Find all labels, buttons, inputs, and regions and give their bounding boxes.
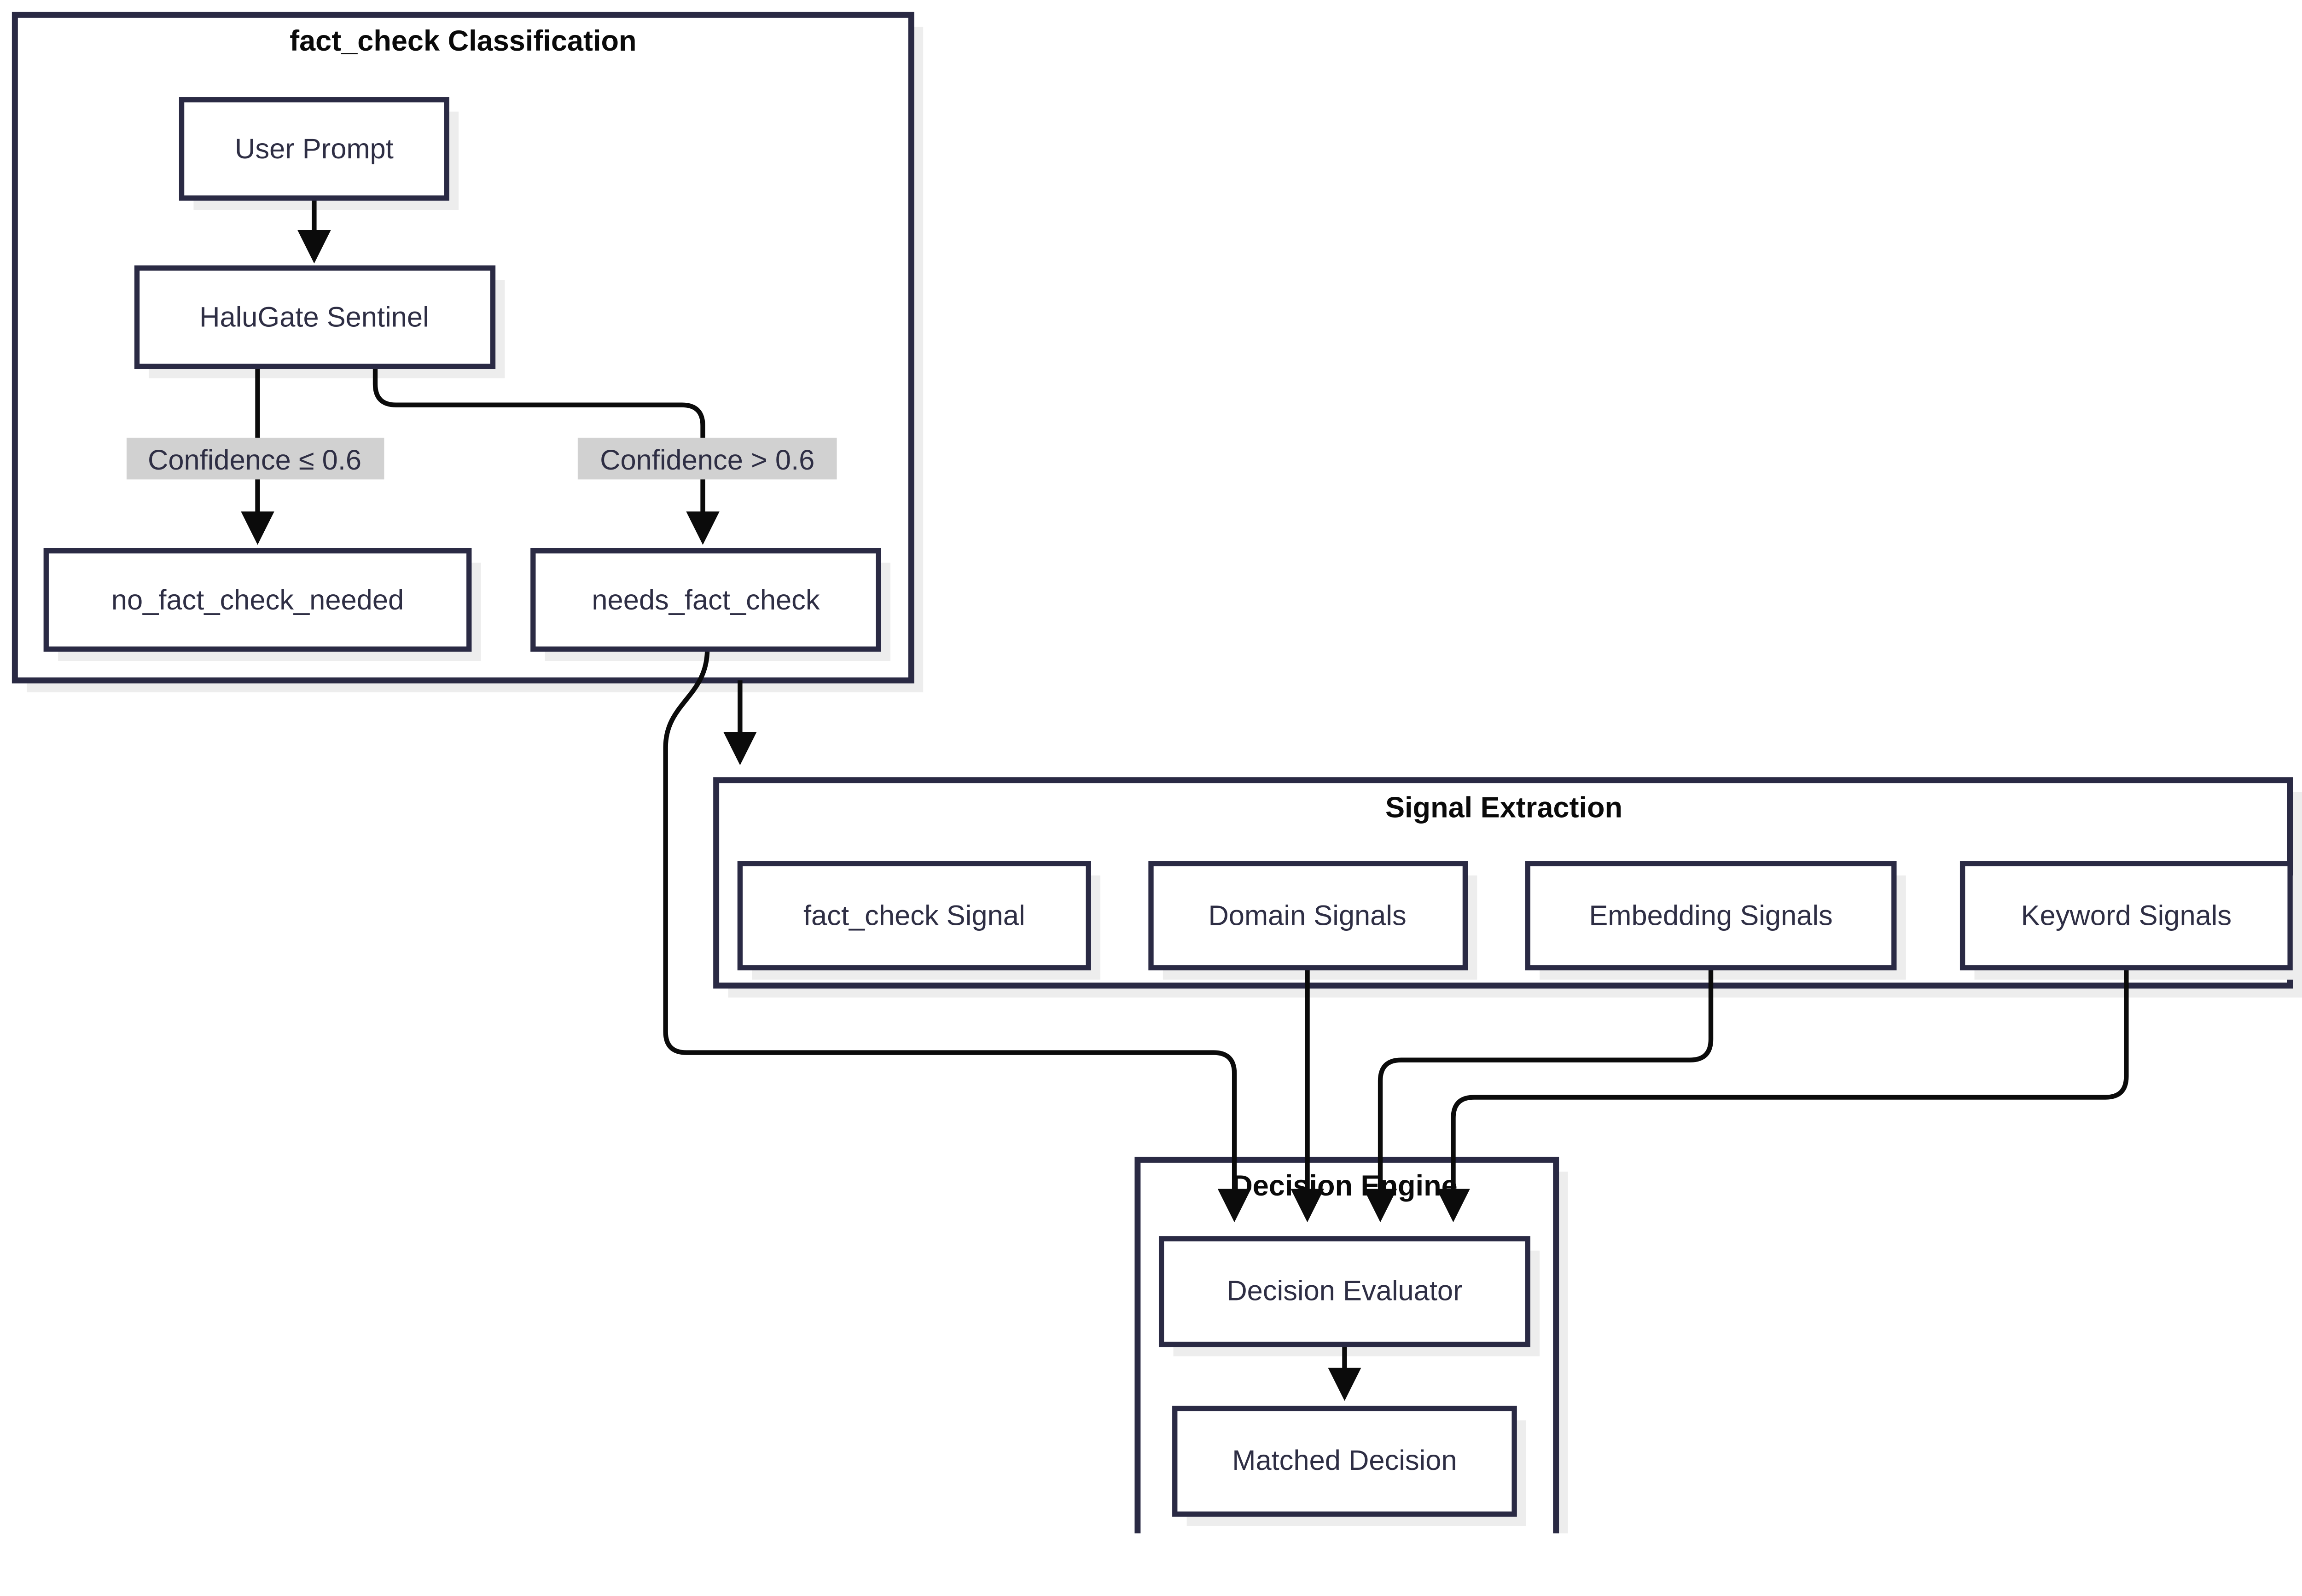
edge-label-low-confidence-text: Confidence ≤ 0.6 (148, 444, 361, 476)
node-halugate-sentinel: HaluGate Sentinel (134, 265, 496, 369)
edge-needs-fact-check-to-decision-evaluator (663, 649, 1251, 1223)
node-domain-signals-box (1148, 861, 1468, 970)
node-matched-decision-label: Matched Decision (1232, 1445, 1457, 1476)
node-user-prompt-label: User Prompt (235, 133, 394, 165)
edge-label-high-confidence: Confidence > 0.6 (577, 437, 837, 480)
node-keyword-signals-box (1959, 861, 2293, 970)
node-fact-check-signal-box (737, 861, 1091, 970)
node-needs-fact-check-label: needs_fact_check (592, 584, 820, 616)
edge-label-low-confidence: Confidence ≤ 0.6 (126, 437, 384, 480)
node-embedding-signals-box (1525, 861, 1897, 970)
node-decision-evaluator-box (1158, 1236, 1530, 1347)
node-fact-check-signal: fact_check Signal (737, 861, 1091, 970)
subgraph-signal-extraction-title: Signal Extraction (1385, 792, 1622, 824)
node-decision-evaluator: Decision Evaluator (1158, 1236, 1530, 1347)
node-keyword-signals: Keyword Signals (1959, 861, 2293, 970)
node-user-prompt-box (179, 97, 449, 201)
node-matched-decision: Matched Decision (1172, 1405, 1517, 1517)
edge-embedding-signals-to-decision-evaluator (1363, 968, 1714, 1223)
edge-label-high-confidence-text: Confidence > 0.6 (600, 444, 814, 476)
subgraph-classification-title: fact_check Classification (290, 25, 636, 57)
node-no-fact-check-needed-box (43, 548, 472, 652)
node-domain-signals: Domain Signals (1148, 861, 1468, 970)
node-needs-fact-check: needs_fact_check (530, 548, 881, 652)
node-no-fact-check-needed: no_fact_check_needed (43, 548, 472, 652)
edge-label-high-confidence-bg (577, 437, 837, 480)
flowchart: fact_check Classification Signal Extract… (12, 12, 2302, 1534)
edge-keyword-signals-to-decision-evaluator (1436, 968, 2129, 1223)
node-needs-fact-check-box (530, 548, 881, 652)
node-matched-decision-box (1172, 1405, 1517, 1517)
node-fact-check-signal-label: fact_check Signal (803, 900, 1025, 932)
node-decision-evaluator-label: Decision Evaluator (1227, 1275, 1462, 1307)
node-domain-signals-label: Domain Signals (1208, 900, 1406, 932)
edges (241, 198, 2129, 1401)
node-user-prompt: User Prompt (179, 97, 449, 201)
node-no-fact-check-needed-label: no_fact_check_needed (111, 584, 404, 616)
node-embedding-signals: Embedding Signals (1525, 861, 1897, 970)
edge-halugate-to-needs-fact-check (372, 366, 720, 545)
subgraph-decision-engine-title: Decision Engine (1232, 1170, 1457, 1202)
node-keyword-signals-label: Keyword Signals (2021, 900, 2232, 932)
node-halugate-sentinel-box (134, 265, 496, 369)
node-embedding-signals-label: Embedding Signals (1589, 900, 1832, 932)
node-halugate-sentinel-label: HaluGate Sentinel (199, 301, 429, 333)
edge-label-low-confidence-bg (126, 437, 384, 480)
